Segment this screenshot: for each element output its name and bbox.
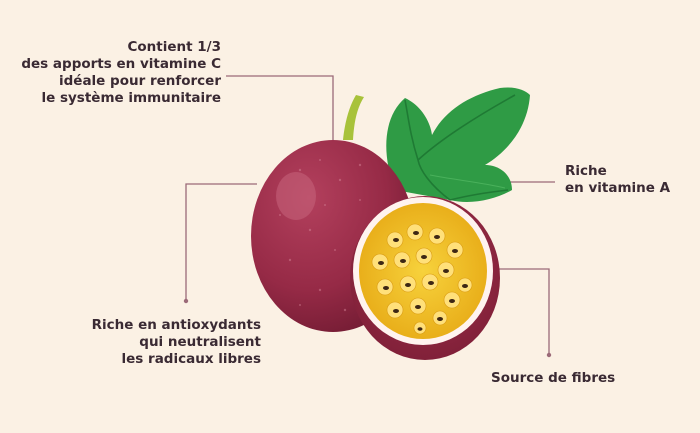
callout-antioxidants-line-1: Riche en antioxydants <box>91 317 261 333</box>
callout-vitamin-c-line-4: le système immunitaire <box>41 90 221 106</box>
callout-vitamin-a-line-1: Riche <box>565 163 607 179</box>
callout-antioxidants-line-2: qui neutralisent <box>139 334 261 350</box>
callout-antioxidants-line-3: les radicaux libres <box>121 351 261 367</box>
stem-icon <box>343 95 364 140</box>
callout-fibres: Source de fibres <box>491 370 615 387</box>
halved-passion-fruit-icon <box>350 196 500 360</box>
connector-fibres <box>476 268 550 355</box>
connector-antioxidants <box>185 183 257 301</box>
callout-vitamin-a-line-2: en vitamine A <box>565 180 671 196</box>
callout-vitamin-c-line-3: idéale pour renforcer <box>59 73 221 89</box>
leaf-icon <box>386 87 530 202</box>
callout-fibres-line-1: Source de fibres <box>491 370 616 386</box>
callout-vitamin-c-line-2: des apports en vitamine C <box>21 56 221 72</box>
connector-vitamin-c <box>226 75 334 144</box>
callout-vitamin-c-line-1: Contient 1/3 <box>127 39 221 55</box>
callout-vitamin-c: Contient 1/3 des apports en vitamine C i… <box>10 39 221 107</box>
callout-vitamin-a: Riche en vitamine A <box>565 163 670 197</box>
callout-antioxidants: Riche en antioxydants qui neutralisent l… <box>40 317 261 368</box>
